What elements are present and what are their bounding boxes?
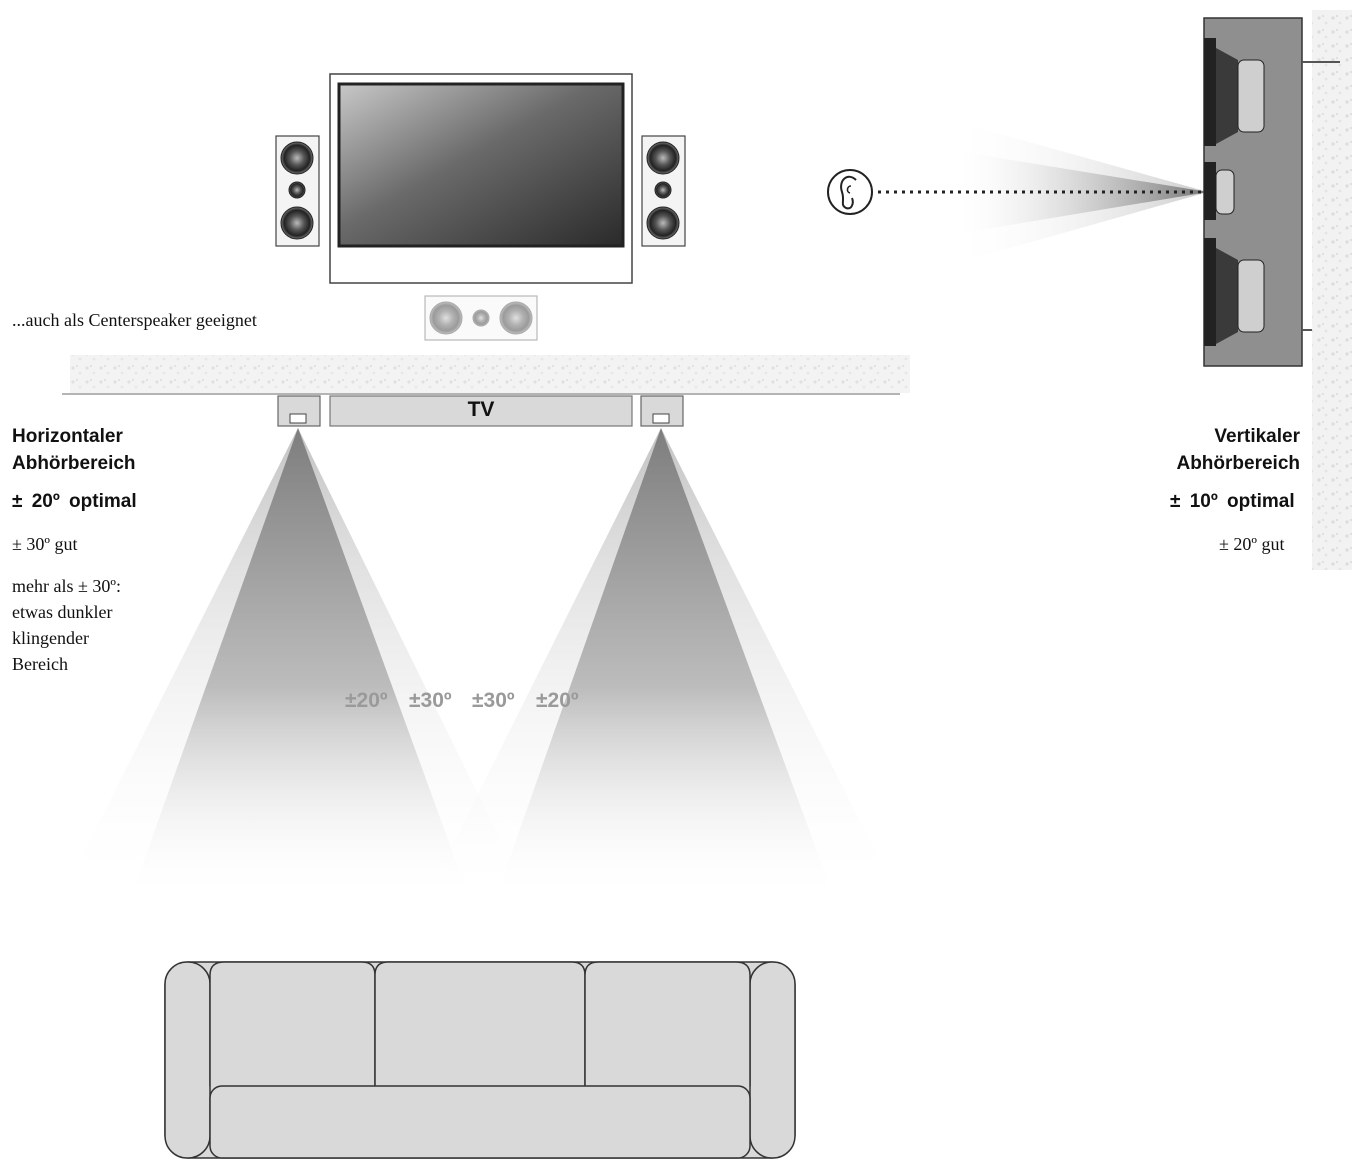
horizontal-title-line1: Horizontaler [12,426,123,447]
horizontal-optimal: ± 20º optimal [12,491,137,512]
vertical-optimal: ± 10º optimal [1170,491,1295,512]
horizontal-more-line4: Bereich [12,654,68,674]
angle-label-right-30: ±30º [472,689,515,712]
vertical-title: Vertikaler Abhörbereich [1176,423,1300,477]
speaker-side-view [1203,17,1340,367]
sofa [164,961,796,1159]
center-speaker-note: ...auch als Centerspeaker geeignet [12,310,257,330]
left-listening-beam [60,428,530,900]
vertical-title-line2: Abhörbereich [1176,453,1300,474]
angle-label-left-20: ±20º [345,689,388,712]
horizontal-good: ± 30º gut [12,534,78,554]
angle-label-right-20: ±20º [536,689,579,712]
center-speaker [424,295,538,341]
tv-label: TV [467,398,495,421]
horizontal-more-note: mehr als ± 30º: etwas dunkler klingender… [12,573,172,677]
side-wall [1312,10,1352,570]
right-speaker-top [640,395,684,427]
left-speaker-front [275,135,320,247]
left-speaker-top [277,395,321,427]
horizontal-more-line3: klingender [12,628,89,648]
right-speaker-front [641,135,686,247]
wall-top-view [62,355,910,395]
horizontal-more-line1: mehr als ± 30º: [12,576,121,596]
horizontal-more-line2: etwas dunkler [12,602,113,622]
horizontal-title: Horizontaler Abhörbereich [12,423,136,477]
tv-top-view [329,395,633,427]
vertical-title-line1: Vertikaler [1214,426,1300,447]
ear-icon [827,169,873,215]
angle-label-left-30: ±30º [409,689,452,712]
horizontal-title-line2: Abhörbereich [12,453,136,474]
right-listening-beam [425,428,900,900]
tv-front-view [329,73,633,284]
vertical-good: ± 20º gut [1219,534,1285,554]
